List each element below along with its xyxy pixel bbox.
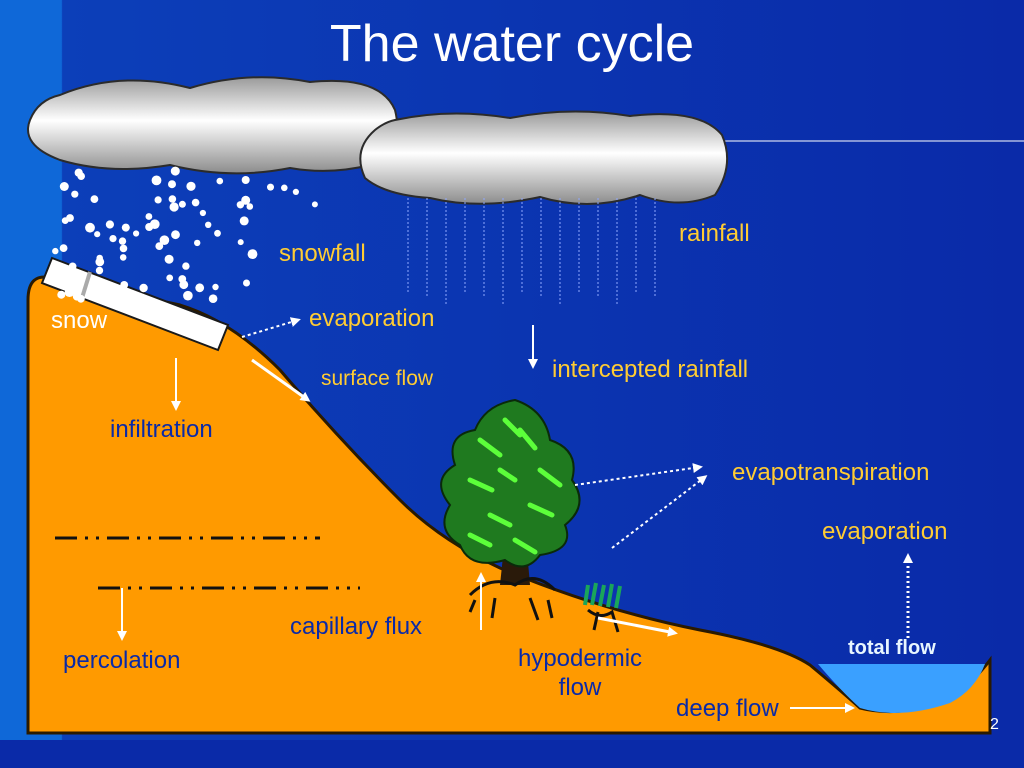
label-evaporation-top: evaporation — [309, 305, 435, 332]
label-deep-flow: deep flow — [676, 695, 779, 722]
snowflake — [90, 195, 99, 204]
page-number: 2 — [990, 716, 999, 733]
snowflake — [246, 203, 254, 210]
label-hypodermic-flow: hypodermic flow — [517, 645, 643, 701]
shrub-icon — [583, 582, 622, 633]
snowflake — [239, 216, 249, 226]
snowflake — [119, 254, 127, 261]
snowflake — [281, 184, 288, 192]
snowflake — [205, 221, 212, 228]
snowflake — [241, 195, 251, 205]
snowflake — [212, 283, 219, 291]
snowflake — [169, 202, 179, 212]
tree-icon — [440, 398, 581, 621]
snow-pack — [40, 256, 230, 352]
cloud-left — [27, 76, 399, 175]
snowflake — [151, 175, 162, 186]
snowflake — [96, 254, 103, 262]
label-infiltration: infiltration — [110, 416, 213, 443]
snowflake — [52, 247, 59, 255]
snowflake — [214, 229, 221, 237]
snowflake — [168, 180, 176, 189]
snowflake — [145, 213, 153, 220]
snowflake — [68, 262, 77, 271]
background-band-bottom — [0, 740, 1024, 768]
snowflake — [292, 188, 299, 195]
snowflake — [216, 177, 224, 185]
label-rainfall: rainfall — [679, 220, 750, 247]
label-percolation: percolation — [63, 647, 181, 674]
snowflake — [85, 222, 95, 233]
snowflake — [150, 219, 160, 229]
snowflake — [121, 223, 130, 232]
snowflake — [139, 283, 148, 293]
stream-water — [818, 664, 985, 713]
cloud-right — [359, 110, 729, 206]
label-evapotranspiration: evapotranspiration — [732, 459, 930, 486]
snowflake — [154, 196, 162, 204]
label-total-flow: total flow — [848, 637, 936, 659]
snowflake — [247, 249, 258, 259]
snowflake — [61, 217, 69, 225]
snowflake — [199, 209, 206, 217]
label-snow: snow — [51, 307, 108, 334]
snowflake — [243, 279, 250, 287]
snowflake — [74, 281, 81, 288]
water-table-lines — [55, 536, 360, 590]
snowflake — [57, 290, 66, 299]
snowflake — [159, 235, 170, 245]
surface-flow-arrow — [251, 358, 311, 402]
label-surface-flow: surface flow — [321, 367, 434, 390]
snowflake — [311, 201, 318, 208]
snowflakes — [52, 166, 318, 304]
snowflake — [94, 231, 101, 238]
snowflake — [168, 195, 177, 203]
snowflake — [119, 244, 128, 253]
snowflake — [64, 287, 75, 297]
snowflake — [71, 190, 79, 198]
snowflake — [164, 254, 174, 264]
snowflake — [171, 230, 180, 240]
snowflake — [195, 283, 205, 293]
snowflake — [166, 274, 174, 282]
snowflake — [59, 182, 69, 191]
snowflake — [191, 198, 200, 207]
snowflake — [155, 242, 164, 251]
diagram-title: The water cycle — [329, 15, 695, 73]
snowflake — [120, 281, 129, 289]
label-intercepted-rainfall: intercepted rainfall — [552, 356, 749, 383]
snowflake — [182, 262, 190, 270]
snowflake — [208, 294, 218, 304]
label-snowfall: snowfall — [279, 240, 366, 267]
snowflake — [118, 237, 127, 245]
snowflake — [129, 291, 136, 298]
snowflake — [241, 176, 250, 184]
rain-streaks — [407, 198, 656, 304]
snowflake — [133, 230, 140, 237]
snowflake — [74, 168, 83, 177]
snowflake — [183, 290, 193, 301]
flow-arrows — [117, 317, 913, 713]
snowflake — [105, 220, 114, 229]
snowflake — [170, 166, 180, 176]
snowflake — [178, 200, 186, 208]
snowflake — [267, 183, 274, 191]
snowflake — [95, 266, 104, 275]
snowflake — [194, 239, 201, 247]
snowflake — [72, 292, 81, 301]
evapotranspiration-arrow-shrub — [611, 475, 708, 549]
label-evaporation-right: evaporation — [822, 518, 948, 545]
snowflake — [237, 239, 244, 246]
snowflake — [59, 244, 68, 253]
snowflake — [186, 181, 196, 191]
evaporation-arrow-top — [241, 317, 301, 338]
snowflake — [109, 235, 117, 243]
label-capillary-flux: capillary flux — [290, 613, 423, 640]
snowflake — [179, 280, 189, 290]
hypodermic-flow-arrow — [597, 616, 678, 637]
